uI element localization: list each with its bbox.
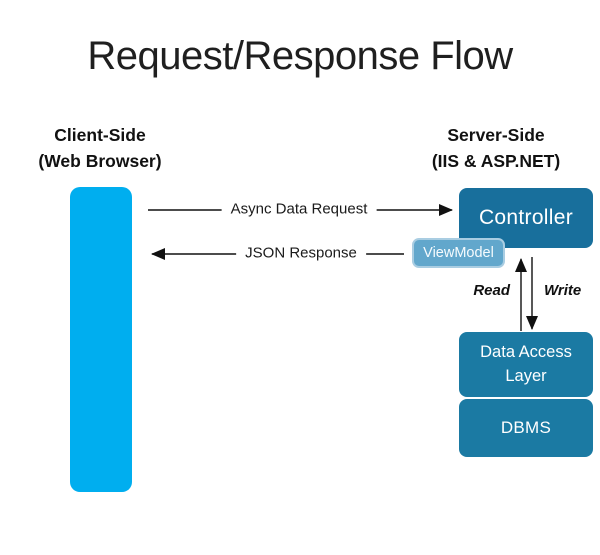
client-heading-subtitle: (Web Browser) [38,151,162,171]
dbms-node: DBMS [459,399,593,457]
viewmodel-node: ViewModel [412,238,505,268]
page-title: Request/Response Flow [87,34,513,78]
client-heading-title: Client-Side [54,125,146,145]
json-response-label: JSON Response [236,244,366,262]
data-access-layer-node: Data Access Layer [459,332,593,397]
client-browser-bar [70,187,132,492]
async-request-label: Async Data Request [221,200,377,218]
server-heading-title: Server-Side [447,125,545,145]
server-heading-subtitle: (IIS & ASP.NET) [431,151,561,171]
write-label: Write [544,282,582,299]
server-side-heading: Server-Side (IIS & ASP.NET) [403,122,589,174]
read-label: Read [473,282,510,299]
client-side-heading: Client-Side (Web Browser) [10,122,190,174]
